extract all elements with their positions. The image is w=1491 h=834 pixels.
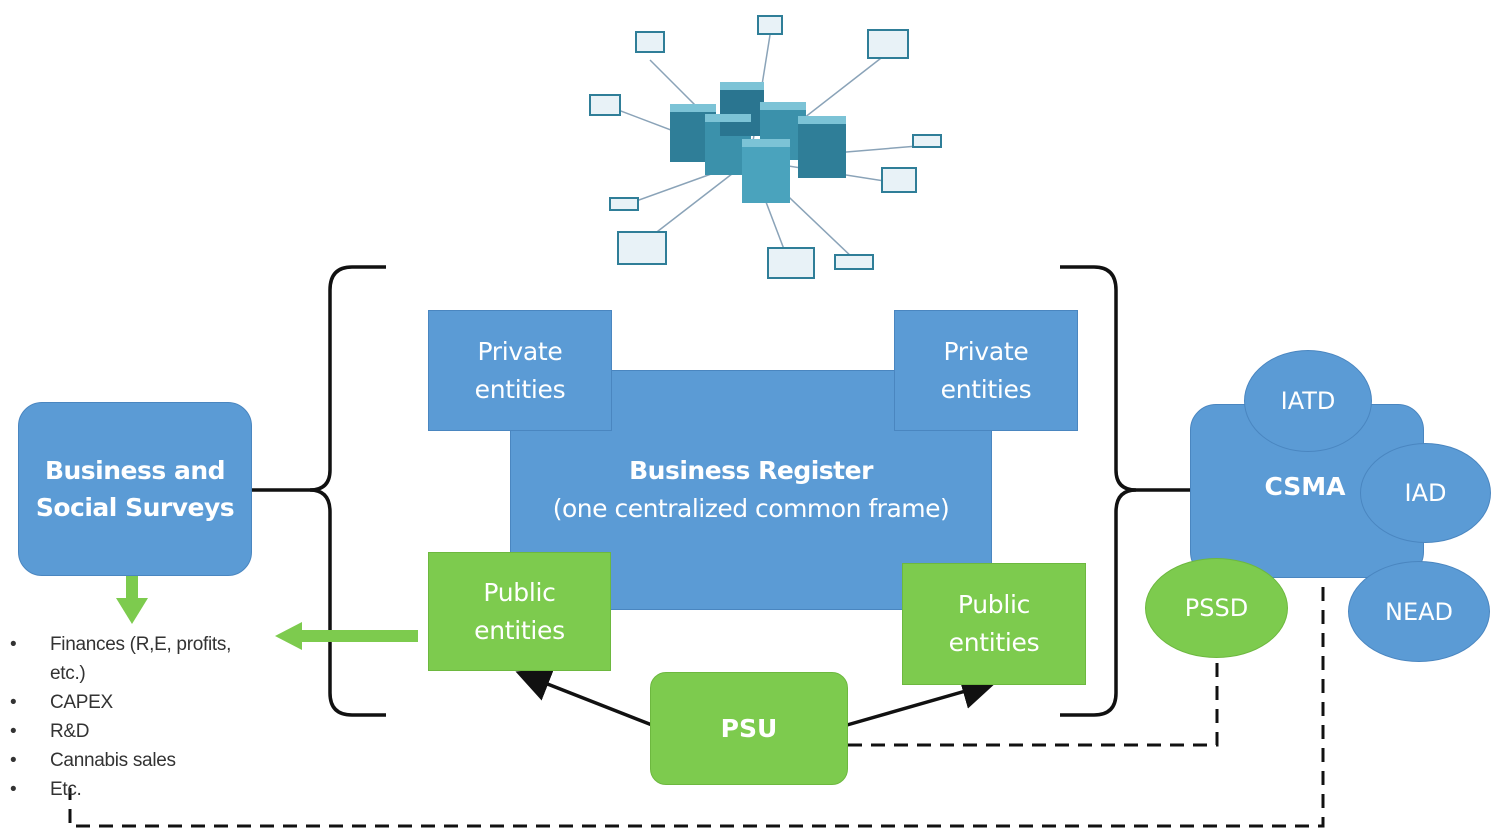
list-item: Cannabis sales <box>10 746 290 775</box>
iatd-ellipse: IATD <box>1244 350 1372 452</box>
list-item: Finances (R,E, profits, <box>10 630 290 659</box>
private-entities-right: Private entities <box>894 310 1078 431</box>
private-entities-right-label: Private entities <box>940 336 1032 404</box>
left-bracket <box>309 265 386 717</box>
iatd-label: IATD <box>1280 387 1336 415</box>
private-entities-left-label: Private entities <box>474 336 566 404</box>
nead-ellipse: NEAD <box>1348 561 1490 662</box>
business-register-subtitle: (one centralized common frame) <box>552 494 950 523</box>
iad-ellipse: IAD <box>1360 443 1491 543</box>
business-surveys-box: Business and Social Surveys <box>18 402 252 576</box>
list-item-continuation: etc.) <box>10 659 290 688</box>
business-register-title: Business Register <box>629 456 873 485</box>
private-entities-left: Private entities <box>428 310 612 431</box>
business-surveys-label: Business and Social Surveys <box>35 456 235 522</box>
public-entities-left: Public entities <box>428 552 611 671</box>
public-entities-right: Public entities <box>902 563 1086 685</box>
list-item-continuation-text: etc.) <box>50 663 86 684</box>
csma-label: CSMA <box>1264 472 1346 501</box>
psu-box: PSU <box>650 672 848 785</box>
list-item: CAPEX <box>10 688 290 717</box>
list-item: R&D <box>10 717 290 746</box>
pssd-ellipse: PSSD <box>1145 558 1288 658</box>
pssd-label: PSSD <box>1184 594 1249 622</box>
public-entities-right-label: Public entities <box>948 590 1040 657</box>
survey-topics-list: Finances (R,E, profits, etc.) CAPEX R&D … <box>10 630 290 804</box>
iad-label: IAD <box>1404 479 1447 507</box>
list-item: Etc. <box>10 775 290 804</box>
nead-label: NEAD <box>1384 597 1453 626</box>
public-entities-left-label: Public entities <box>474 577 565 645</box>
psu-label: PSU <box>720 714 778 743</box>
